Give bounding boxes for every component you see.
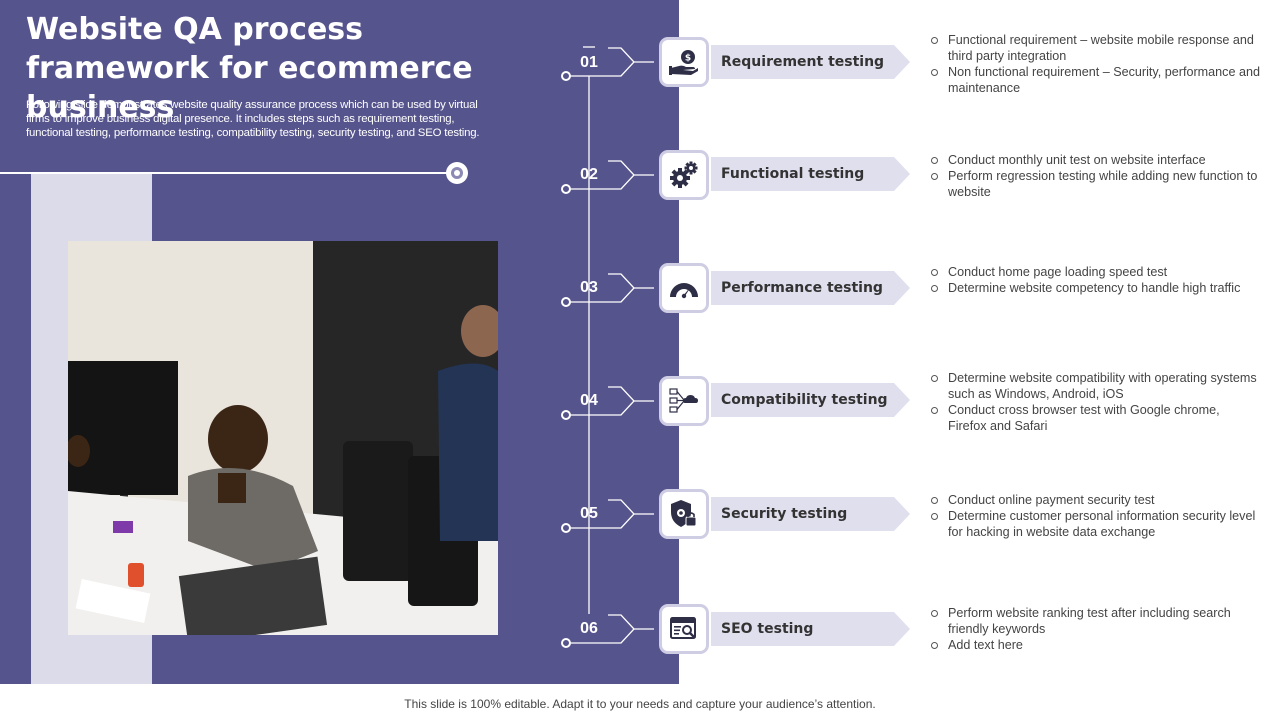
step-number: 05 (580, 505, 598, 522)
rule-end-circle-icon (446, 162, 468, 184)
bullet-point: Non functional requirement – Security, p… (930, 64, 1260, 96)
step-number: 03 (580, 279, 598, 296)
step-number: 06 (580, 620, 598, 637)
bullet-point: Perform regression testing while adding … (930, 168, 1260, 200)
footer-note: This slide is 100% editable. Adapt it to… (404, 697, 876, 711)
svg-text:$: $ (685, 54, 691, 64)
network-cloud-icon (659, 376, 709, 426)
shield-lock-icon (659, 489, 709, 539)
bullet-point: Determine customer personal information … (930, 508, 1260, 540)
bullet-point: Conduct online payment security test (930, 492, 1260, 508)
step-label-banner: SEO testing (711, 612, 910, 646)
slide-subtitle: Following slide demonstrates website qua… (26, 99, 480, 140)
step-bullets: Conduct online payment security test Det… (930, 492, 1260, 540)
step-label: Security testing (721, 506, 848, 522)
money-hand-icon: $ (659, 37, 709, 87)
step-label: Performance testing (721, 280, 883, 296)
bullet-point: Conduct cross browser test with Google c… (930, 402, 1260, 434)
speedometer-icon (659, 263, 709, 313)
step-label-banner: Security testing (711, 497, 910, 531)
step-bullets: Functional requirement – website mobile … (930, 32, 1260, 96)
step-number: 02 (580, 166, 598, 183)
office-meeting-photo (68, 241, 498, 635)
step-bullets: Conduct home page loading speed test Det… (930, 264, 1260, 296)
bullet-point: Add text here (930, 637, 1260, 653)
step-label: Compatibility testing (721, 392, 888, 408)
step-label: Functional testing (721, 166, 865, 182)
bullet-point: Functional requirement – website mobile … (930, 32, 1260, 64)
horizontal-rule (0, 172, 447, 174)
bullet-point: Conduct monthly unit test on website int… (930, 152, 1260, 168)
step-label-banner: Compatibility testing (711, 383, 910, 417)
step-label: SEO testing (721, 621, 814, 637)
step-bullets: Perform website ranking test after inclu… (930, 605, 1260, 653)
step-label-banner: Performance testing (711, 271, 910, 305)
bullet-point: Conduct home page loading speed test (930, 264, 1260, 280)
seo-search-icon (659, 604, 709, 654)
step-label: Requirement testing (721, 54, 885, 70)
step-label-banner: Requirement testing (711, 45, 910, 79)
bullet-point: Determine website compatibility with ope… (930, 370, 1260, 402)
step-bullets: Conduct monthly unit test on website int… (930, 152, 1260, 200)
step-bullets: Determine website compatibility with ope… (930, 370, 1260, 434)
step-label-banner: Functional testing (711, 157, 910, 191)
slide-title: Website QA process framework for ecommer… (26, 12, 473, 125)
step-number: 01 (580, 54, 598, 71)
step-number: 04 (580, 392, 598, 409)
gears-icon (659, 150, 709, 200)
bullet-point: Perform website ranking test after inclu… (930, 605, 1260, 637)
bullet-point: Determine website competency to handle h… (930, 280, 1260, 296)
